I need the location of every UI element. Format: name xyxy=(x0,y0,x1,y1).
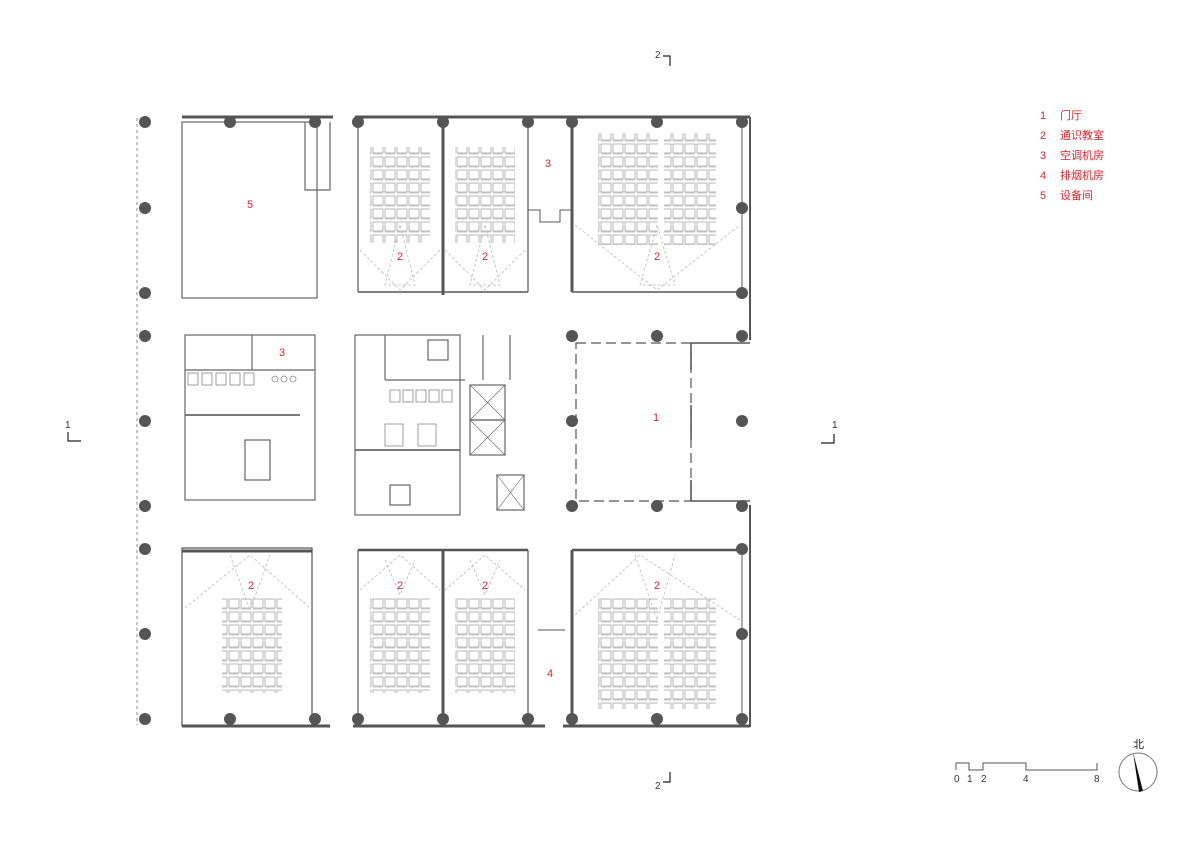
seating-block xyxy=(455,597,515,693)
projection-lines xyxy=(359,224,741,291)
legend: 1 门厅 2 通识教室 3 空调机房 4 排烟机房 5 设备间 xyxy=(1040,106,1104,206)
scale-tick: 8 xyxy=(1094,774,1100,785)
section-mark-right xyxy=(821,434,835,444)
section-mark-bottom xyxy=(663,772,671,783)
legend-label: 排烟机房 xyxy=(1060,170,1104,182)
scale-bar xyxy=(955,762,1098,771)
room-label-lobby: 1 xyxy=(653,412,659,424)
core-central xyxy=(354,334,525,516)
room-lobby xyxy=(575,342,750,502)
legend-number: 5 xyxy=(1040,190,1047,202)
legend-number: 3 xyxy=(1040,150,1047,162)
core-west xyxy=(184,334,316,501)
toilet-stalls xyxy=(384,389,453,447)
section-label-left: 1 xyxy=(65,420,71,431)
seating-block xyxy=(222,597,282,693)
room-label-equipment: 5 xyxy=(247,199,253,211)
seating-block xyxy=(598,597,658,709)
seating-block xyxy=(455,147,515,243)
legend-label: 设备间 xyxy=(1060,190,1093,202)
legend-item: 3 空调机房 xyxy=(1040,146,1104,166)
toilet-stalls xyxy=(187,372,297,386)
room-label-classroom: 2 xyxy=(397,251,403,263)
legend-item: 4 排烟机房 xyxy=(1040,166,1104,186)
room-equipment xyxy=(181,121,331,299)
legend-label: 门厅 xyxy=(1060,110,1082,122)
room-label-classroom: 2 xyxy=(654,251,660,263)
room-label-ac-room: 3 xyxy=(279,347,285,359)
room-label-classroom: 2 xyxy=(482,251,488,263)
room-label-classroom: 2 xyxy=(654,580,660,592)
section-mark-top xyxy=(663,55,671,66)
scale-tick: 0 xyxy=(954,774,960,785)
room-label-classroom: 2 xyxy=(482,580,488,592)
seating-block xyxy=(598,133,658,245)
scale-tick: 1 xyxy=(967,774,973,785)
classrooms-top xyxy=(357,122,743,295)
section-label-right: 1 xyxy=(832,420,838,431)
seating-block xyxy=(370,597,430,693)
section-label-top: 2 xyxy=(655,50,661,61)
legend-item: 1 门厅 xyxy=(1040,106,1104,126)
classrooms-bottom xyxy=(181,547,743,727)
seating-block xyxy=(664,133,716,245)
seating-block xyxy=(664,597,716,709)
room-label-ac-room: 3 xyxy=(545,158,551,170)
section-mark-left xyxy=(67,432,81,442)
north-arrow-icon xyxy=(1118,752,1158,792)
legend-number: 4 xyxy=(1040,170,1047,182)
seating-block xyxy=(370,147,430,243)
projection-lines xyxy=(184,554,741,622)
legend-number: 1 xyxy=(1040,110,1047,122)
north-label: 北 xyxy=(1133,738,1144,751)
legend-item: 2 通识教室 xyxy=(1040,126,1104,146)
scale-tick: 4 xyxy=(1023,774,1029,785)
legend-item: 5 设备间 xyxy=(1040,186,1104,206)
section-label-bottom: 2 xyxy=(655,781,661,792)
columns xyxy=(139,116,748,725)
legend-label: 通识教室 xyxy=(1060,130,1104,142)
room-label-smoke-room: 4 xyxy=(547,668,553,680)
legend-number: 2 xyxy=(1040,130,1047,142)
room-label-classroom: 2 xyxy=(397,580,403,592)
legend-label: 空调机房 xyxy=(1060,150,1104,162)
scale-tick: 2 xyxy=(981,774,987,785)
room-label-classroom: 2 xyxy=(248,580,254,592)
